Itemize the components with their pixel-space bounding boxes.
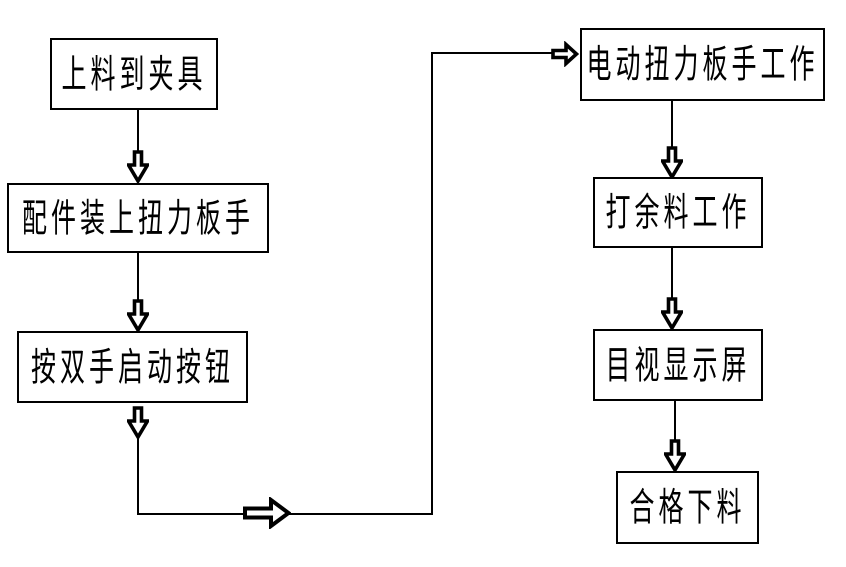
connector-line	[431, 52, 433, 515]
flow-node-qualified-unloading: 合格下料	[616, 471, 759, 544]
down-block-arrow-icon	[664, 439, 686, 472]
down-block-arrow-icon	[661, 146, 683, 179]
flow-node-press-two-hand-start-button: 按双手启动按钮	[17, 331, 248, 403]
right-block-arrow-icon	[243, 497, 291, 529]
connector-line	[137, 110, 139, 154]
down-block-arrow-icon	[127, 150, 149, 183]
flow-node-label: 配件装上扭力板手	[21, 195, 254, 241]
connector-line	[431, 52, 555, 54]
flow-node-load-to-fixture: 上料到夹具	[50, 38, 218, 110]
right-block-arrow-icon	[551, 41, 579, 67]
down-block-arrow-icon	[661, 297, 683, 330]
connector-line	[137, 253, 139, 303]
flow-node-remove-excess-material-work: 打余料工作	[593, 177, 763, 248]
flow-node-label: 电动扭力板手工作	[586, 42, 819, 87]
flow-node-label: 目视显示屏	[605, 342, 751, 388]
flow-node-label: 按双手启动按钮	[30, 344, 234, 390]
connector-line	[671, 248, 673, 301]
flow-node-label: 上料到夹具	[61, 51, 207, 97]
down-block-arrow-icon	[127, 299, 149, 332]
flow-node-view-display-screen: 目视显示屏	[593, 329, 763, 401]
connector-line	[671, 101, 673, 149]
flow-node-label: 合格下料	[629, 485, 746, 530]
flow-node-electric-torque-wrench-works: 电动扭力板手工作	[580, 28, 825, 101]
flow-node-fit-part-on-torque-wrench: 配件装上扭力板手	[7, 183, 269, 253]
flow-node-label: 打余料工作	[605, 190, 751, 235]
down-block-arrow-icon	[127, 406, 149, 439]
connector-line	[137, 436, 139, 515]
connector-line	[674, 401, 676, 442]
